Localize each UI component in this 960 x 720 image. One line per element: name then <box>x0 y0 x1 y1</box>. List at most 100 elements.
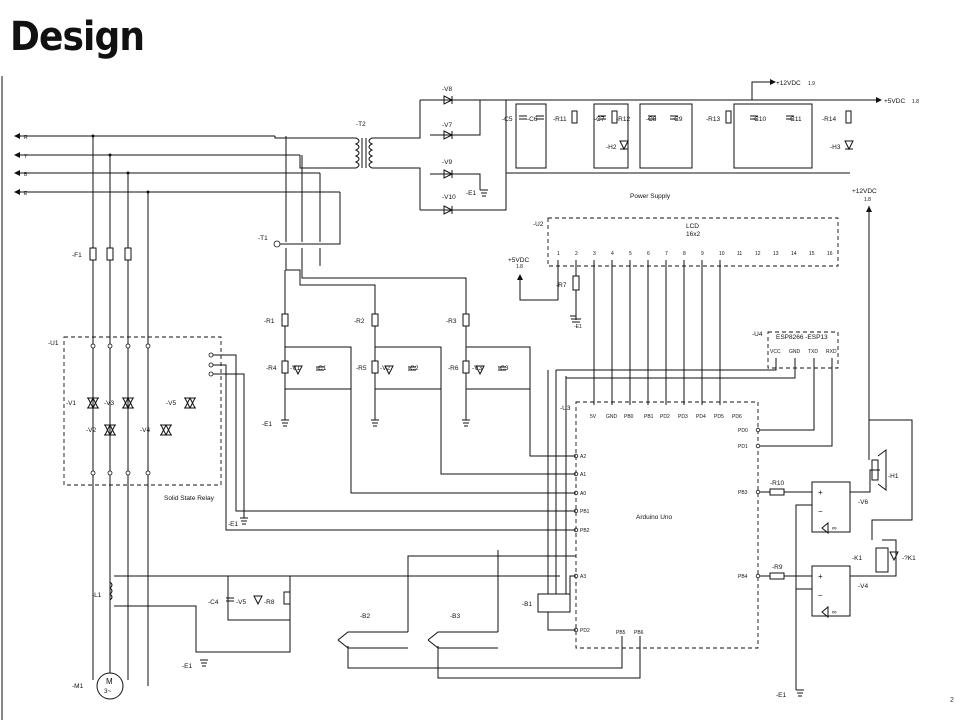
svg-text:7: 7 <box>665 251 668 257</box>
arduino-bottom-pins: PB5 PB6 <box>347 630 644 679</box>
svg-text:-V3: -V3 <box>104 400 115 407</box>
svg-text:PB2: PB2 <box>580 528 590 534</box>
label-e1-sense: -E1 <box>262 421 273 428</box>
svg-text:-R3: -R3 <box>446 318 457 325</box>
svg-text:-V4: -V4 <box>140 427 151 434</box>
input-b: B <box>14 170 320 178</box>
label-b3: -B3 <box>450 613 461 620</box>
res-r6: -R6 <box>448 360 470 374</box>
cap-c2: -C2 <box>408 365 419 372</box>
power-supply-label: Power Supply <box>630 193 671 200</box>
ground-e1-bottom: -E1 <box>776 689 804 699</box>
svg-text:-V1: -V1 <box>290 365 301 372</box>
svg-text:-V2: -V2 <box>380 365 391 372</box>
svg-text:6: 6 <box>647 251 650 257</box>
svg-text:2: 2 <box>575 251 578 257</box>
svg-text:A2: A2 <box>580 454 586 460</box>
svg-text:A3: A3 <box>580 574 586 580</box>
label-t1: -T1 <box>258 235 268 242</box>
svg-text:GND: GND <box>789 349 801 355</box>
svg-text:-C2: -C2 <box>408 365 419 372</box>
svg-text:-R9: -R9 <box>772 564 783 571</box>
svg-text:PB5: PB5 <box>616 630 626 636</box>
opamp-v6: +− ∞ -R10 -V6 <box>760 469 880 690</box>
svg-text:-V5: -V5 <box>236 599 247 606</box>
cap-c11: -C11 <box>786 115 802 123</box>
svg-text:RXD: RXD <box>826 349 837 355</box>
svg-text:VCC: VCC <box>770 349 781 355</box>
svg-text:1: 1 <box>557 251 560 257</box>
svg-text:−: − <box>818 507 823 516</box>
label-f1: -F1 <box>72 252 82 259</box>
arduino-top-pins: 5V GND PB0 PB1 PD2 PD3 PD4 PD5 PD6 <box>590 414 742 420</box>
svg-text:-V3: -V3 <box>472 365 483 372</box>
svg-text:PD2: PD2 <box>660 414 670 420</box>
res-r13: -R13 <box>706 110 732 124</box>
ref-19: 1.9 <box>808 81 815 87</box>
label-v4: -V4 <box>858 583 869 590</box>
arduino-label: Arduino Uno <box>636 514 673 521</box>
zener-v5: -V5 <box>236 595 263 606</box>
res-r8: -R8 <box>264 591 291 606</box>
svg-text:-C8: -C8 <box>646 116 657 123</box>
svg-text:-V9: -V9 <box>442 159 453 166</box>
svg-text:∞: ∞ <box>832 525 837 532</box>
svg-text:12: 12 <box>755 251 761 257</box>
thermocouple-b3: -B3 <box>427 550 499 649</box>
esp-module: -U4 ESP8266 -ESP13 VCC GND TXD RXD <box>556 331 839 447</box>
led-h3: -H3 <box>830 140 854 151</box>
label-5v-lcd: +5VDC <box>508 257 529 264</box>
svg-text:-V1: -V1 <box>66 400 77 407</box>
svg-text:-C4: -C4 <box>208 599 219 606</box>
label-k1-contact: -?K1 <box>902 555 916 562</box>
svg-text:-V7: -V7 <box>442 122 453 129</box>
svg-text:5V: 5V <box>590 414 597 420</box>
ref-18-right: 1.8 <box>864 197 871 203</box>
res-r10: -R10 <box>769 480 785 496</box>
ref-18-lcd: 1.8 <box>516 264 523 270</box>
triac-v3: -V3 <box>104 397 134 409</box>
svg-text:-C3: -C3 <box>498 365 509 372</box>
svg-text:PB6: PB6 <box>634 630 644 636</box>
cap-c1: -C1 <box>316 365 327 372</box>
svg-text:-R14: -R14 <box>822 116 836 123</box>
svg-text:-R13: -R13 <box>706 116 720 123</box>
label-m1: -M1 <box>72 683 84 690</box>
res-r11: -R11 <box>553 110 578 124</box>
svg-text:PD2: PD2 <box>580 628 590 634</box>
zener-v3: -V3 <box>472 365 485 376</box>
input-label-y: Y <box>24 154 28 160</box>
label-e1-lcd: -E1 <box>574 324 582 330</box>
svg-text:A0: A0 <box>580 491 586 497</box>
svg-text:PD3: PD3 <box>678 414 688 420</box>
diode-v10: -V10 <box>442 194 456 215</box>
svg-text:14: 14 <box>791 251 797 257</box>
cap-c8: -C8 <box>646 115 657 123</box>
led-h2: -H2 <box>606 140 629 151</box>
cap-c10: -C10 <box>750 115 766 123</box>
label-e1-bridge: -E1 <box>466 190 477 197</box>
svg-text:-C5: -C5 <box>502 116 513 123</box>
diode-v7: -V7 <box>442 122 454 140</box>
svg-text:PB1: PB1 <box>580 509 590 515</box>
svg-text:PD6: PD6 <box>732 414 742 420</box>
input-label-r: R <box>24 135 28 141</box>
svg-text:4: 4 <box>611 251 614 257</box>
svg-text:PB4: PB4 <box>738 574 748 580</box>
res-r2: -R2 <box>354 313 379 327</box>
svg-text:15: 15 <box>809 251 815 257</box>
esp-name: ESP8266 -ESP13 <box>776 334 828 341</box>
power-supply: -C5 -C6 -R11 -C7 -R12 -H2 -C8 -C9 -R13 -… <box>502 79 919 200</box>
svg-text:8: 8 <box>683 251 686 257</box>
cap-c5: -C5 <box>502 115 527 123</box>
res-r12: -R12 <box>611 110 630 124</box>
sensor-b1: -B1 <box>522 370 576 631</box>
motor-phase: 3~ <box>104 688 112 695</box>
svg-text:-C7: -C7 <box>594 116 605 123</box>
label-v6: -V6 <box>858 499 869 506</box>
label-e1-ssr: -E1 <box>228 521 239 528</box>
label-u1: -U1 <box>48 340 59 347</box>
svg-text:5: 5 <box>629 251 632 257</box>
